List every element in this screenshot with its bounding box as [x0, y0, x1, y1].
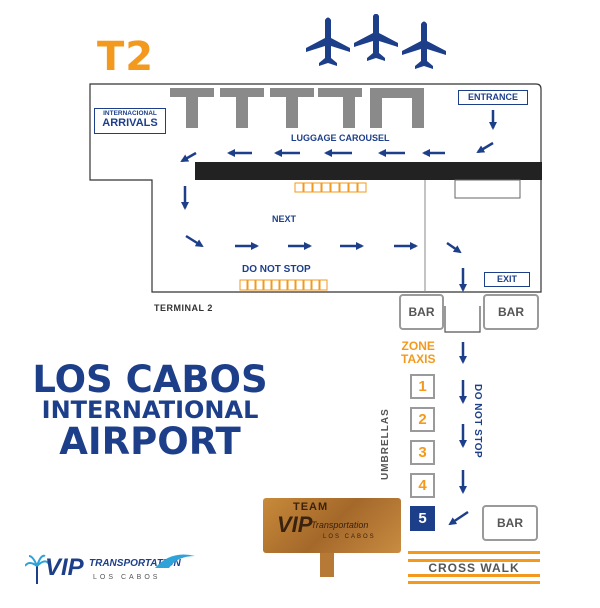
bar-left: BAR — [399, 294, 444, 330]
bar-bottom: BAR — [482, 505, 538, 541]
airplane-icon — [354, 14, 398, 61]
sign-vip: VIP — [277, 512, 313, 537]
zone-taxis-label: ZONE TAXIS — [401, 340, 435, 366]
airplane-icon — [306, 17, 350, 66]
exit-passage — [444, 306, 481, 333]
taxi-zone-1: 1 — [410, 374, 435, 399]
bar-right: BAR — [483, 294, 539, 330]
flow-arrows — [180, 110, 497, 526]
exit-label: EXIT — [484, 272, 530, 287]
terminal-outline — [89, 83, 542, 293]
luggage-carousel-label: LUGGAGE CAROUSEL — [291, 133, 390, 143]
sign-post — [320, 553, 334, 577]
sign-loscabos: LOS CABOS — [323, 534, 376, 540]
logo-transportation: TRANSPORTATION — [89, 558, 181, 569]
do-not-stop-vertical: DO NOT STOP — [472, 384, 483, 459]
arrivals-label: INTERNACIONAL ARRIVALS — [94, 108, 166, 134]
airport-title-line3: AIRPORT — [59, 420, 241, 463]
seats-bottom — [239, 279, 328, 291]
terminal-label: T2 — [97, 34, 155, 80]
crosswalk-stripes — [408, 551, 540, 584]
crosswalk-label: CROSS WALK — [428, 561, 520, 575]
taxis-word: TAXIS — [401, 352, 436, 366]
taxi-zone-4: 4 — [410, 473, 435, 498]
carousel-box — [454, 179, 521, 199]
airplanes-icon — [306, 14, 446, 69]
taxi-zone-2: 2 — [410, 407, 435, 432]
do-not-stop-label: DO NOT STOP — [242, 264, 311, 275]
palm-icon — [25, 554, 49, 584]
airport-title-line2: INTERNATIONAL — [41, 396, 259, 424]
taxi-zone-3: 3 — [410, 440, 435, 465]
logo-vip: VIP — [45, 554, 84, 581]
sign-team: TEAM — [293, 501, 329, 513]
zone-word: ZONE — [401, 339, 435, 353]
taxi-zone-5: 5 — [410, 506, 435, 531]
seats-top — [294, 182, 367, 193]
gates — [170, 88, 424, 128]
luggage-belt — [195, 162, 542, 180]
wave-icon — [155, 554, 195, 568]
arrivals-line2: ARRIVALS — [102, 116, 158, 129]
entrance-label: ENTRANCE — [458, 90, 528, 105]
sign-transportation: Transportation — [311, 520, 369, 530]
airport-title-line1: LOS CABOS — [32, 358, 268, 401]
airplane-icon — [402, 21, 446, 69]
vip-logo: VIP TRANSPORTATION LOS CABOS — [25, 546, 205, 592]
next-label: NEXT — [272, 214, 297, 224]
logo-place: LOS CABOS — [93, 574, 161, 581]
umbrellas-label: UMBRELLAS — [380, 408, 391, 480]
arrivals-line1: INTERNACIONAL — [103, 110, 157, 117]
terminal-2-label: TERMINAL 2 — [154, 303, 213, 313]
team-sign: TEAM VIP Transportation LOS CABOS — [263, 498, 401, 553]
